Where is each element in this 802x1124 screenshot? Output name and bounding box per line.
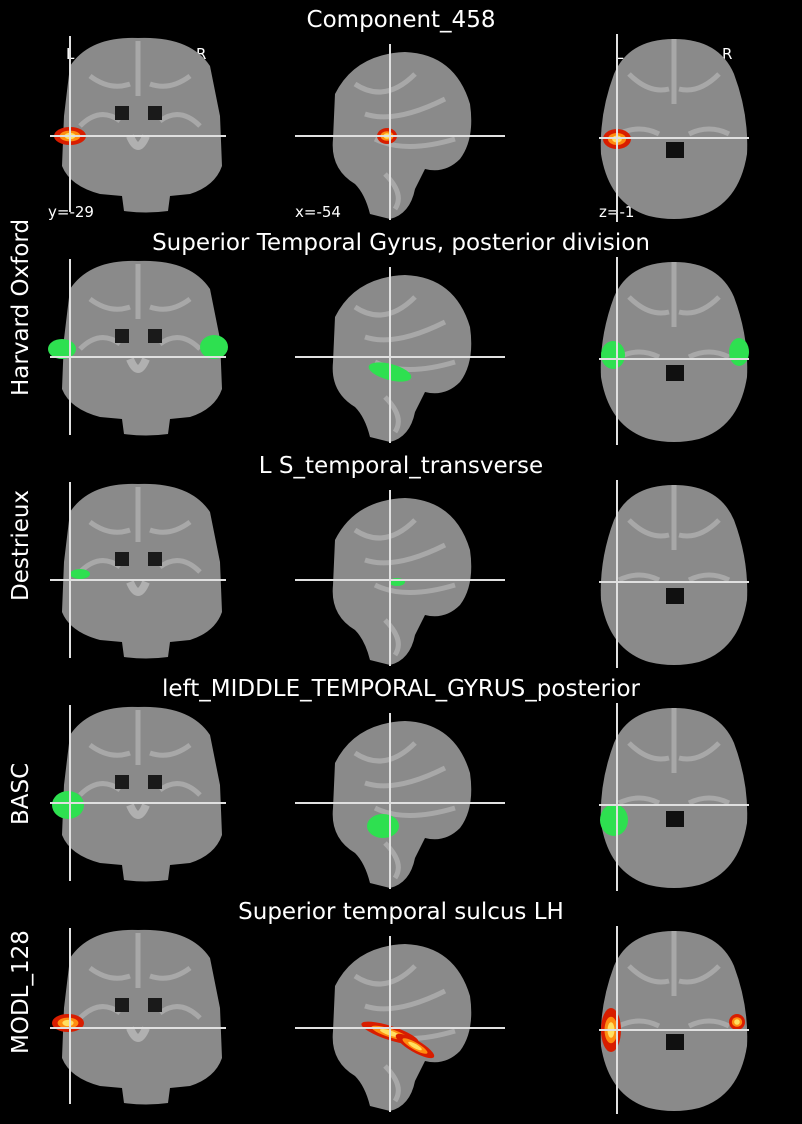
axial-slice-row-2 — [599, 257, 749, 445]
orientation-right-axial: R — [722, 45, 733, 63]
coronal-slice-row-1 — [50, 36, 226, 213]
axial-slice-row-1 — [599, 34, 749, 222]
sagittal-slice-row-5 — [295, 936, 505, 1112]
orientation-right-coronal: R — [196, 45, 207, 63]
row-3-title: L S_temporal_transverse — [258, 453, 544, 479]
sagittal-slice-row-4 — [295, 713, 505, 889]
sagittal-slice-row-2 — [295, 267, 505, 443]
sagittal-slice-row-3 — [295, 490, 505, 666]
axial-slice-row-3 — [599, 480, 749, 668]
coronal-slice-row-3 — [50, 482, 226, 659]
atlas-label-harvard-oxford: Harvard Oxford — [8, 218, 34, 396]
row-2-title: Superior Temporal Gyrus, posterior divis… — [152, 230, 650, 256]
axial-slice-row-5 — [599, 926, 749, 1114]
orientation-left-axial: L — [615, 45, 624, 63]
row-5-title: Superior temporal sulcus LH — [238, 899, 564, 925]
sagittal-slice-row-1 — [295, 44, 505, 220]
row-1-title: Component_458 — [306, 7, 496, 33]
coronal-slice-row-2 — [48, 259, 228, 436]
coronal-slice-row-4 — [50, 705, 226, 882]
row-4-title: left_MIDDLE_TEMPORAL_GYRUS_posterior — [162, 676, 640, 702]
coronal-slice-row-5 — [50, 928, 226, 1105]
atlas-label-modl-128: MODL_128 — [8, 930, 34, 1054]
coord-x: x=-54 — [295, 203, 341, 221]
axial-slice-row-4 — [599, 703, 749, 891]
atlas-label-destrieux: Destrieux — [8, 489, 34, 601]
atlas-label-basc: BASC — [8, 762, 34, 825]
